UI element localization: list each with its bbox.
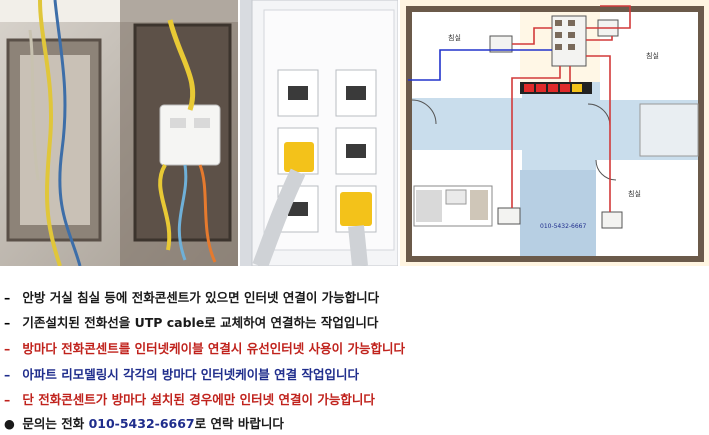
dash-mark: – <box>4 341 11 356</box>
floor-plan-diagram: 침실 침실 침실 010-5432-6667 <box>400 0 709 266</box>
room-label-3: 침실 <box>628 189 641 198</box>
wall-box-illustration <box>0 0 238 266</box>
note-text: 기존설치된 전화선을 UTP cable로 교체하여 연결하는 작업입니다 <box>22 315 379 330</box>
note-1: – 안방 거실 침실 등에 전화콘센트가 있으면 인터넷 연결이 가능합니다 <box>4 288 379 308</box>
note-5: – 단 전화콘센트가 방마다 설치된 경우에만 인터넷 연결이 가능합니다 <box>4 390 375 410</box>
floor-plan-svg: 침실 침실 침실 010-5432-6667 <box>400 0 709 266</box>
floor-plan-phone: 010-5432-6667 <box>540 223 587 230</box>
outlet-panel-illustration <box>240 0 398 266</box>
note-2: – 기존설치된 전화선을 UTP cable로 교체하여 연결하는 작업입니다 <box>4 313 378 333</box>
bullet-dot-icon: ● <box>4 416 15 431</box>
note-text: 단 전화콘센트가 방마다 설치된 경우에만 인터넷 연결이 가능합니다 <box>22 392 375 407</box>
wall-box-photo <box>0 0 238 266</box>
note-4: – 아파트 리모델링시 각각의 방마다 인터넷케이블 연결 작업입니다 <box>4 365 359 385</box>
note-text: 안방 거실 침실 등에 전화콘센트가 있으면 인터넷 연결이 가능합니다 <box>22 290 380 305</box>
outlet-panel-photo <box>240 0 398 266</box>
room-top-left <box>412 12 522 98</box>
contact-phone[interactable]: 010-5432-6667 <box>88 416 195 431</box>
dash-mark: – <box>4 315 11 330</box>
contact-prefix: 문의는 전화 <box>22 416 89 431</box>
contact-line: ● 문의는 전화 010-5432-6667로 연락 바랍니다 <box>4 414 284 434</box>
note-text: 아파트 리모델링시 각각의 방마다 인터넷케이블 연결 작업입니다 <box>22 367 359 382</box>
note-3: – 방마다 전화콘센트를 인터넷케이블 연결시 유선인터넷 사용이 가능합니다 <box>4 339 405 359</box>
note-text: 방마다 전화콘센트를 인터넷케이블 연결시 유선인터넷 사용이 가능합니다 <box>22 341 405 356</box>
room-label-2: 침실 <box>646 51 659 60</box>
room-bottom-right <box>596 160 698 256</box>
dash-mark: – <box>4 290 11 305</box>
contact-suffix: 로 연락 바랍니다 <box>194 416 284 431</box>
room-label-1: 침실 <box>448 33 461 42</box>
dash-mark: – <box>4 367 11 382</box>
dash-mark: – <box>4 392 11 407</box>
